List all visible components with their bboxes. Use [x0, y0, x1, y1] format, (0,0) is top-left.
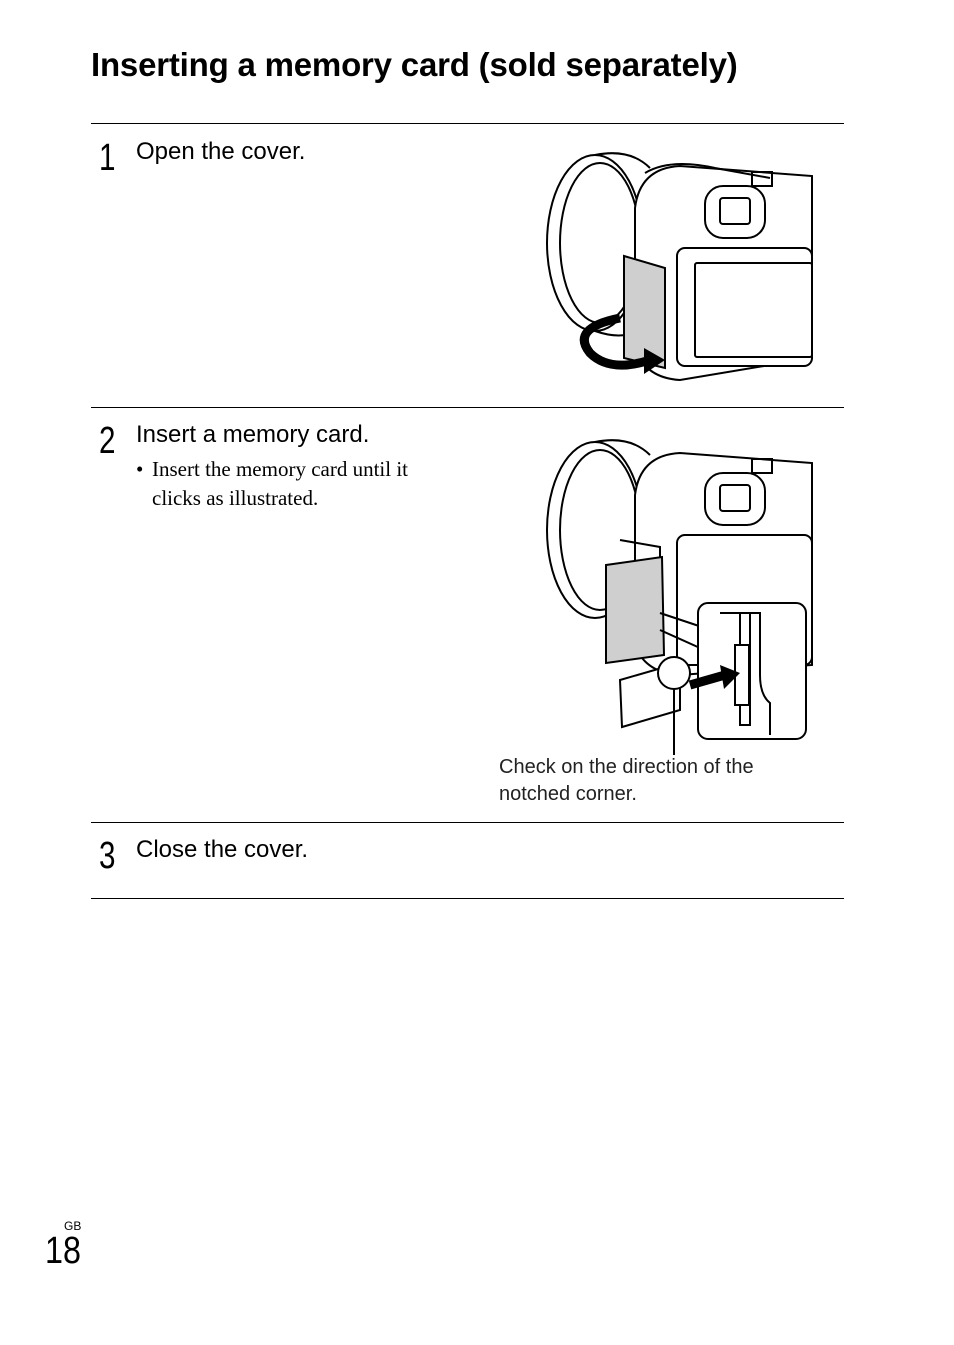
divider-2	[91, 822, 844, 823]
divider-bottom	[91, 898, 844, 899]
page-number: 18	[45, 1230, 81, 1272]
step-1-text: Open the cover.	[136, 138, 306, 165]
camera-insert-card-illustration	[546, 439, 813, 755]
step-3-number: 3	[99, 835, 116, 877]
step-2-number: 2	[99, 420, 116, 462]
step-2-text: Insert a memory card.	[136, 421, 370, 448]
step-2-bullet-text: Insert the memory card until it clicks a…	[152, 457, 409, 510]
step-3-text: Close the cover.	[136, 836, 309, 863]
step-2-bullet: • Insert the memory card until it clicks…	[136, 455, 462, 513]
page-title: Inserting a memory card (sold separately…	[91, 46, 738, 83]
bullet-marker: •	[136, 457, 144, 481]
divider-top	[91, 123, 844, 124]
divider-1	[91, 407, 844, 408]
step-1-number: 1	[99, 137, 116, 179]
region-label: GB	[64, 1219, 82, 1233]
camera-open-cover-illustration	[546, 152, 813, 382]
notched-corner-caption: Check on the direction of the notched co…	[499, 756, 754, 805]
